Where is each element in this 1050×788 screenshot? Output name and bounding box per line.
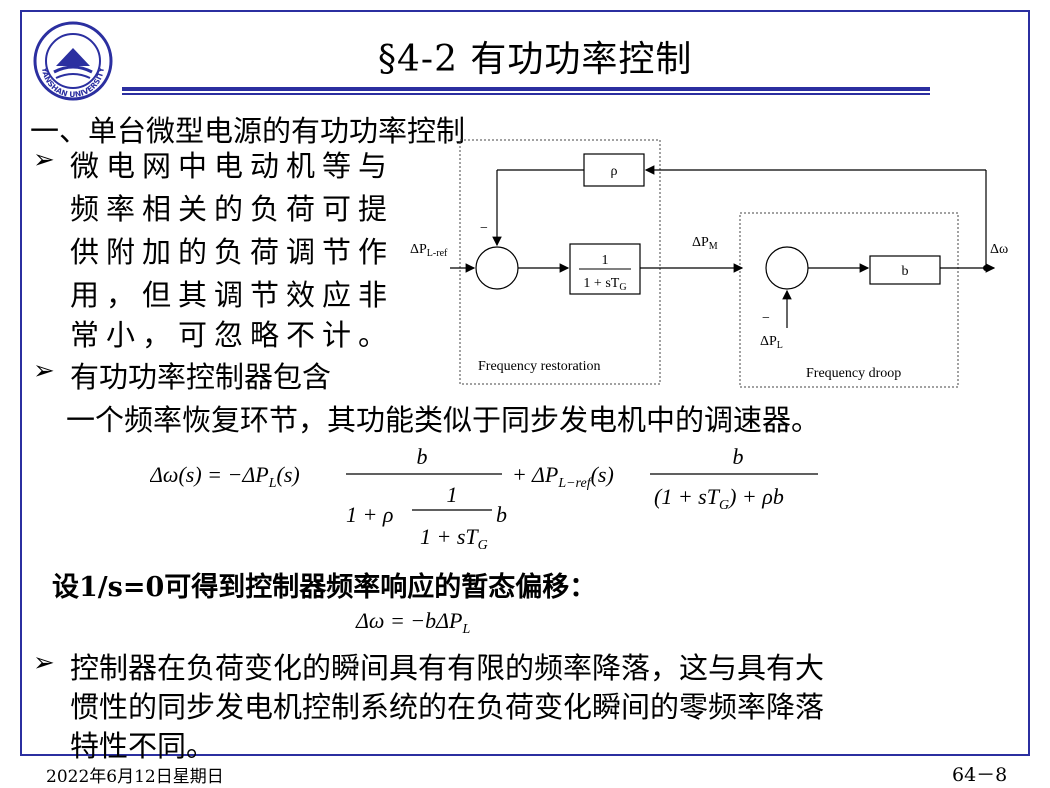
svg-text:ΔPL-ref: ΔPL-ref [410, 242, 448, 259]
svg-text:Δω(s) = −ΔPL(s): Δω(s) = −ΔPL(s) [150, 462, 300, 491]
section-heading: 一、单台微型电源的有功功率控制 [30, 114, 466, 148]
svg-text:ΔPL: ΔPL [760, 334, 783, 351]
bullet3-line2: 惯性的同步发电机控制系统的在负荷变化瞬间的零频率降落 [70, 690, 825, 724]
svg-text:1 + sTG: 1 + sTG [583, 276, 626, 293]
frequency-restoration-box [459, 139, 661, 385]
bullet-marker: ➢ [33, 648, 55, 678]
summing-junction-2 [765, 246, 809, 290]
svg-text:ΔPM: ΔPM [692, 235, 718, 252]
note-text: 设1/s=0可得到控制器频率响应的暂态偏移： [52, 572, 597, 603]
bullet1-line3: 供附加的负荷调节作 [70, 235, 395, 269]
title-rule [122, 87, 930, 91]
svg-text:1: 1 [602, 253, 609, 268]
svg-text:1 + ρ: 1 + ρ [346, 502, 393, 527]
bullet3-line3: 特性不同。 [70, 729, 216, 763]
bullet1-line4: 用，但其调节效应非 [70, 278, 395, 312]
control-block-diagram: ΔPL-ref 1 1 + sTG ΔPM b Δω ρ − − ΔPL Fre… [410, 139, 1008, 388]
summing-junction-1 [475, 246, 519, 290]
rho-block [583, 153, 645, 187]
frequency-response-formula: Δω(s) = −ΔPL(s) b 1 + ρ 1 1 + sTG b + ΔP… [150, 444, 818, 553]
bullet1-line2: 频率相关的负荷可提 [70, 192, 395, 226]
svg-text:(1 + sTG) + ρb: (1 + sTG) + ρb [654, 484, 784, 513]
slide-frame [20, 10, 1030, 756]
bullet3-line1: 控制器在负荷变化的瞬间具有有限的频率降落，这与具有大 [70, 651, 825, 685]
bullet1-line1: 微电网中电动机等与 [70, 149, 395, 183]
svg-text:1 + sTG: 1 + sTG [420, 524, 488, 553]
university-logo: YANSHAN UNIVERSITY [33, 21, 113, 101]
svg-text:Frequency droop: Frequency droop [806, 366, 901, 381]
title-rule-thin [122, 93, 930, 95]
svg-text:Δω = −bΔPL: Δω = −bΔPL [355, 608, 471, 637]
bullet2-line1: 有功功率控制器包含 [70, 360, 332, 394]
svg-text:Frequency restoration: Frequency restoration [478, 359, 600, 374]
frequency-droop-box [739, 212, 959, 388]
svg-text:b: b [496, 502, 507, 527]
page-number: 64－8 [952, 764, 1008, 786]
bullet-marker: ➢ [33, 356, 55, 386]
svg-text:−: − [762, 311, 770, 326]
svg-text:ρ: ρ [611, 164, 618, 179]
bullet1-line5: 常小，可忽略不计。 [70, 318, 395, 352]
svg-text:YANSHAN UNIVERSITY: YANSHAN UNIVERSITY [40, 66, 106, 99]
svg-text:b: b [902, 264, 909, 279]
bullet2-line2: 一个频率恢复环节，其功能类似于同步发电机中的调速器。 [66, 403, 821, 437]
bullet-marker: ➢ [33, 145, 55, 175]
transient-offset-formula: Δω = −bΔPL [355, 608, 471, 637]
footer-date: 2022年6月12日星期日 [46, 767, 224, 787]
svg-text:b: b [417, 444, 428, 469]
svg-text:Δω: Δω [990, 242, 1008, 257]
svg-text:b: b [733, 444, 744, 469]
gain-b-block [869, 255, 941, 285]
svg-text:+ ΔPL−ref(s): + ΔPL−ref(s) [512, 462, 614, 491]
svg-text:1: 1 [447, 482, 458, 507]
slide-title: §4-2 有功功率控制 [378, 39, 693, 80]
svg-text:−: − [480, 221, 488, 236]
logo-text: YANSHAN UNIVERSITY [40, 66, 106, 99]
